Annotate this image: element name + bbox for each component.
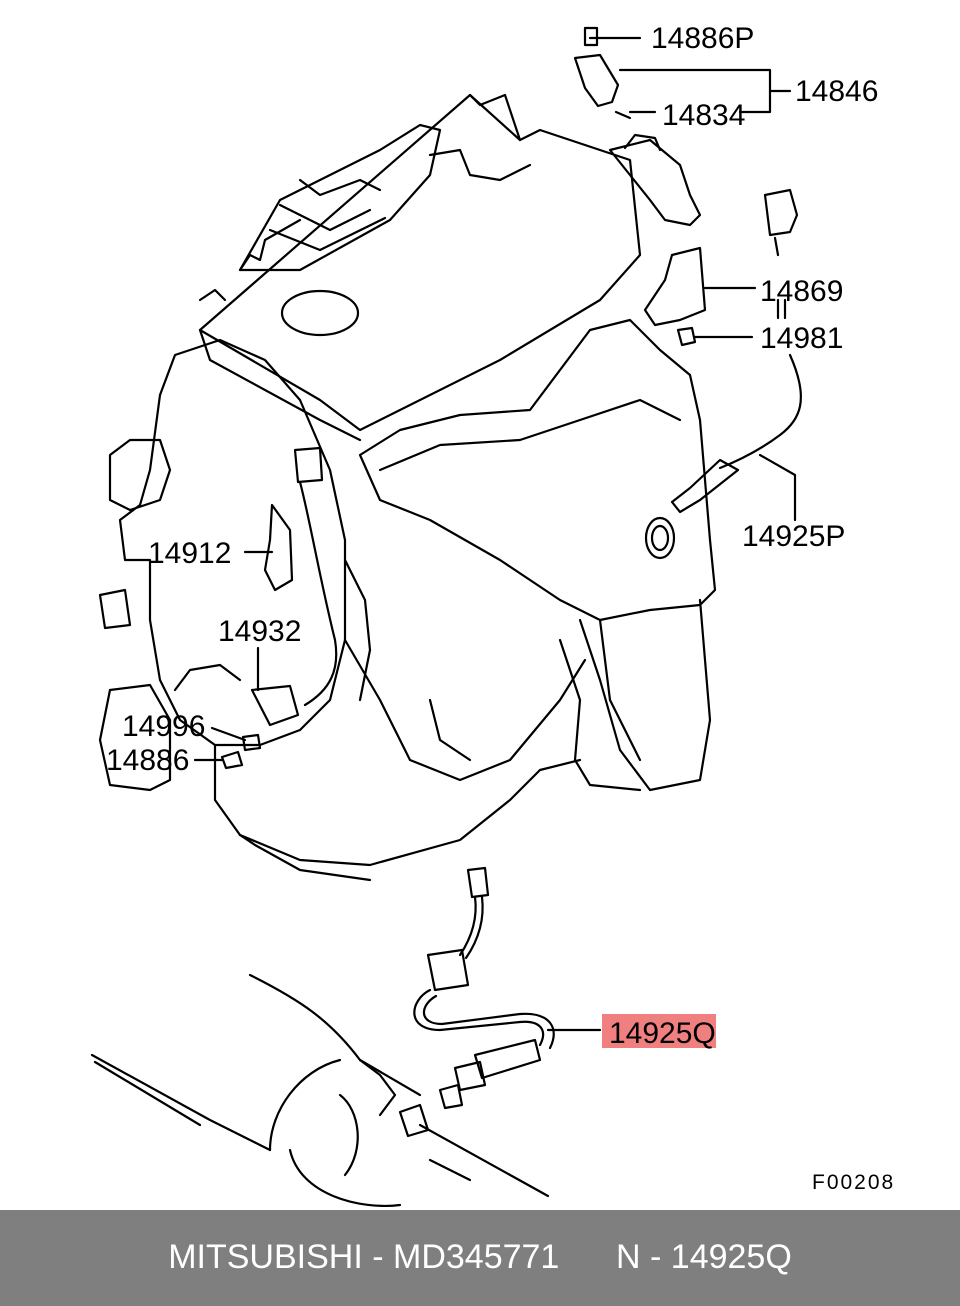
label-14932: 14932 [218, 615, 301, 648]
oxygen-sensor-14925q [413, 866, 602, 1110]
label-14846: 14846 [795, 75, 878, 108]
selected-part-highlight [602, 1014, 716, 1048]
label-14869: 14869 [760, 275, 843, 308]
bracket-and-connector-parts [643, 188, 802, 522]
figure-code: F00208 [812, 1171, 895, 1194]
footer-part-info: MITSUBISHI - MD345771 N - 14925Q [168, 1238, 792, 1276]
label-14996: 14996 [122, 710, 205, 743]
footer-bar: MITSUBISHI - MD345771 N - 14925Q [0, 1210, 960, 1306]
crank-sensor-parts [193, 446, 338, 770]
label-14912: 14912 [148, 537, 231, 570]
label-14925p: 14925P [742, 520, 845, 553]
camshaft-sensor-part [573, 26, 792, 120]
label-14834: 14834 [662, 99, 745, 132]
engine-block-drawing [98, 93, 717, 882]
exploded-parts-diagram: 14886P 14846 14834 14869 14981 14925P 14… [90, 22, 895, 1207]
label-14981: 14981 [760, 322, 843, 355]
exhaust-pipe-drawing [90, 973, 550, 1207]
label-14925q: 14925Q [609, 1017, 716, 1050]
label-14886p: 14886P [651, 22, 754, 55]
label-14886: 14886 [106, 744, 189, 777]
